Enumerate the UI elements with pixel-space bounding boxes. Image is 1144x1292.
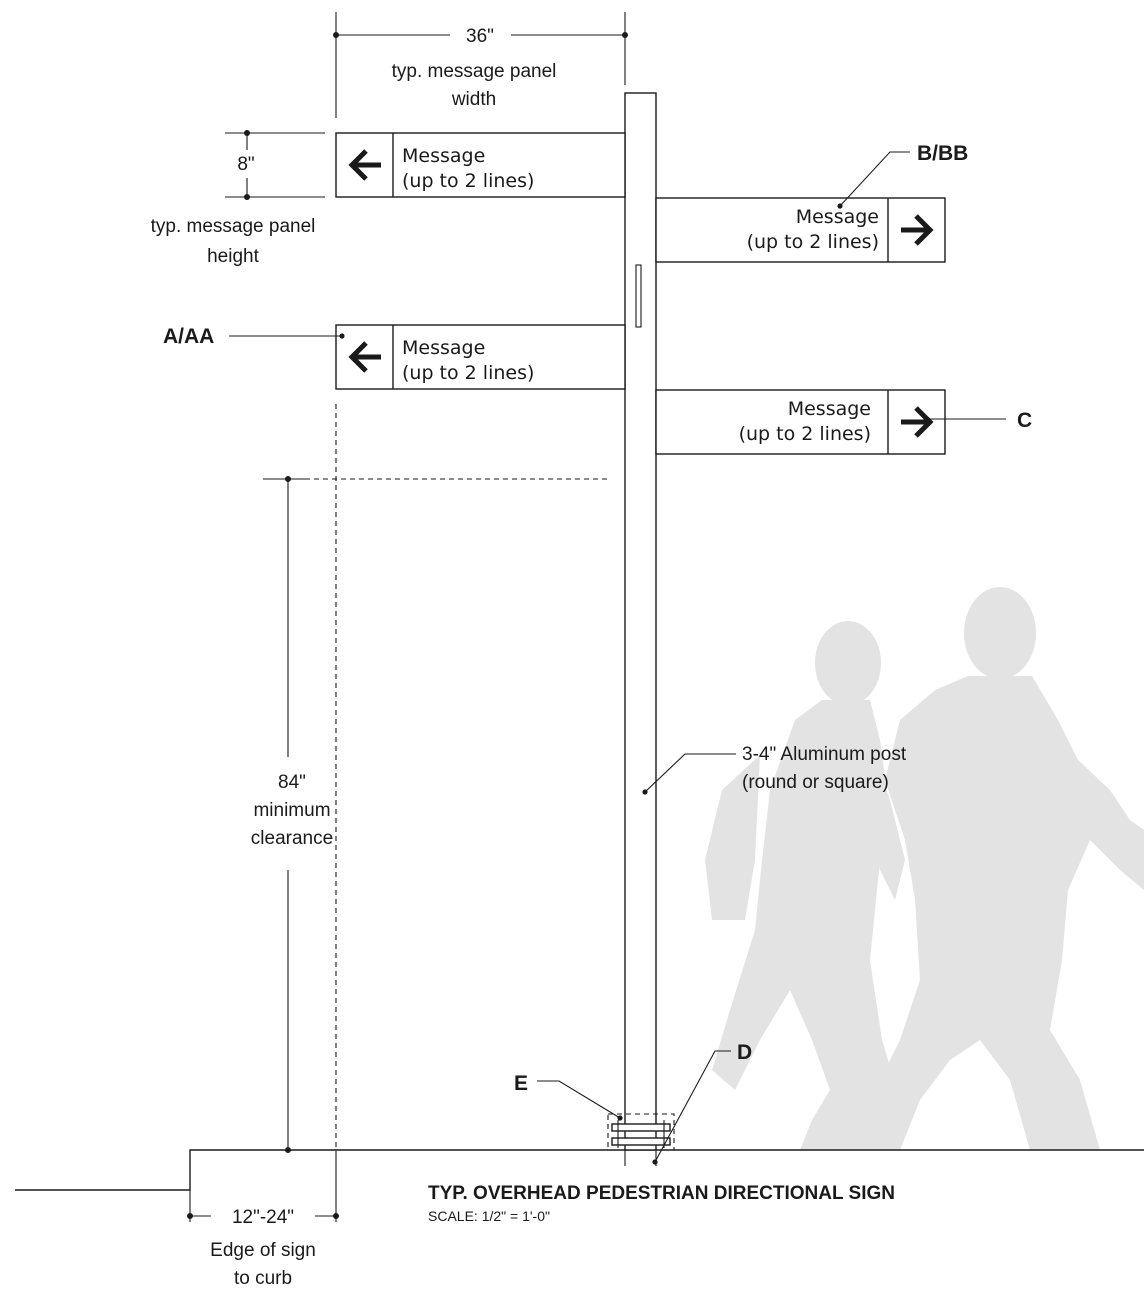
callout-d-label: D	[737, 1041, 752, 1064]
callout-a-label: A/AA	[163, 325, 214, 348]
panel-1-line-1: Message	[402, 145, 485, 167]
drawing-scale: SCALE: 1/2" = 1'-0"	[428, 1208, 550, 1224]
width-caption-1: typ. message panel	[392, 61, 557, 82]
callout-a: A/AA	[163, 325, 345, 348]
panel-1-line-2: (up to 2 lines)	[402, 170, 534, 192]
callout-e: E	[514, 1072, 623, 1121]
callout-e-label: E	[514, 1072, 528, 1095]
post-note-line-2: (round or square)	[742, 772, 889, 793]
pedestrian-left-silhouette	[705, 621, 905, 1150]
left-arrow-icon	[348, 341, 381, 373]
panel-height-dimension: 8" typ. message panel height	[151, 130, 325, 267]
callout-b: B/BB	[837, 142, 968, 209]
pedestrian-silhouettes	[705, 587, 1144, 1150]
panel-width-dimension: 36" typ. message panel width	[333, 12, 628, 118]
right-arrow-icon	[901, 214, 934, 246]
callout-post: 3-4" Aluminum post (round or square)	[642, 744, 907, 795]
message-panel-2: Message (up to 2 lines)	[655, 197, 946, 263]
panel-3-line-2: (up to 2 lines)	[402, 362, 534, 384]
drawing-title: TYP. OVERHEAD PEDESTRIAN DIRECTIONAL SIG…	[428, 1183, 895, 1204]
clearance-dimension: 84" minimum clearance	[251, 476, 333, 1153]
clearance-caption-1: minimum	[253, 800, 330, 821]
clearance-caption-2: clearance	[251, 828, 333, 849]
callout-b-label: B/BB	[917, 142, 968, 165]
height-value: 8"	[237, 154, 254, 175]
panel-4-line-2: (up to 2 lines)	[739, 423, 871, 445]
post-slot	[635, 264, 642, 328]
panel-2-line-2: (up to 2 lines)	[747, 231, 879, 253]
curb-offset-dimension: 12"-24" Edge of sign to curb	[187, 1150, 339, 1289]
message-panel-1: Message (up to 2 lines)	[335, 132, 626, 198]
panel-2-line-1: Message	[796, 206, 879, 228]
aluminum-post	[624, 92, 657, 1151]
curb-caption-1: Edge of sign	[210, 1240, 316, 1261]
clearance-value: 84"	[278, 772, 306, 793]
width-value: 36"	[466, 26, 494, 47]
callout-c: C	[924, 409, 1032, 432]
height-caption-1: typ. message panel	[151, 216, 316, 237]
message-panel-3: Message (up to 2 lines)	[335, 324, 626, 390]
left-arrow-icon	[348, 149, 381, 181]
callout-d: D	[652, 1041, 752, 1165]
message-panel-4: Message (up to 2 lines)	[655, 389, 946, 455]
panel-3-line-1: Message	[402, 337, 485, 359]
right-arrow-icon	[901, 406, 934, 438]
height-caption-2: height	[207, 246, 259, 267]
curb-value: 12"-24"	[232, 1207, 294, 1228]
pedestrian-right-silhouette	[850, 587, 1144, 1150]
panel-4-line-1: Message	[788, 398, 871, 420]
post-note-line-1: 3-4" Aluminum post	[742, 744, 907, 765]
width-caption-2: width	[451, 89, 496, 110]
callout-c-label: C	[1017, 409, 1032, 432]
base-plate-assembly	[607, 1113, 675, 1151]
curb-caption-2: to curb	[234, 1268, 292, 1289]
